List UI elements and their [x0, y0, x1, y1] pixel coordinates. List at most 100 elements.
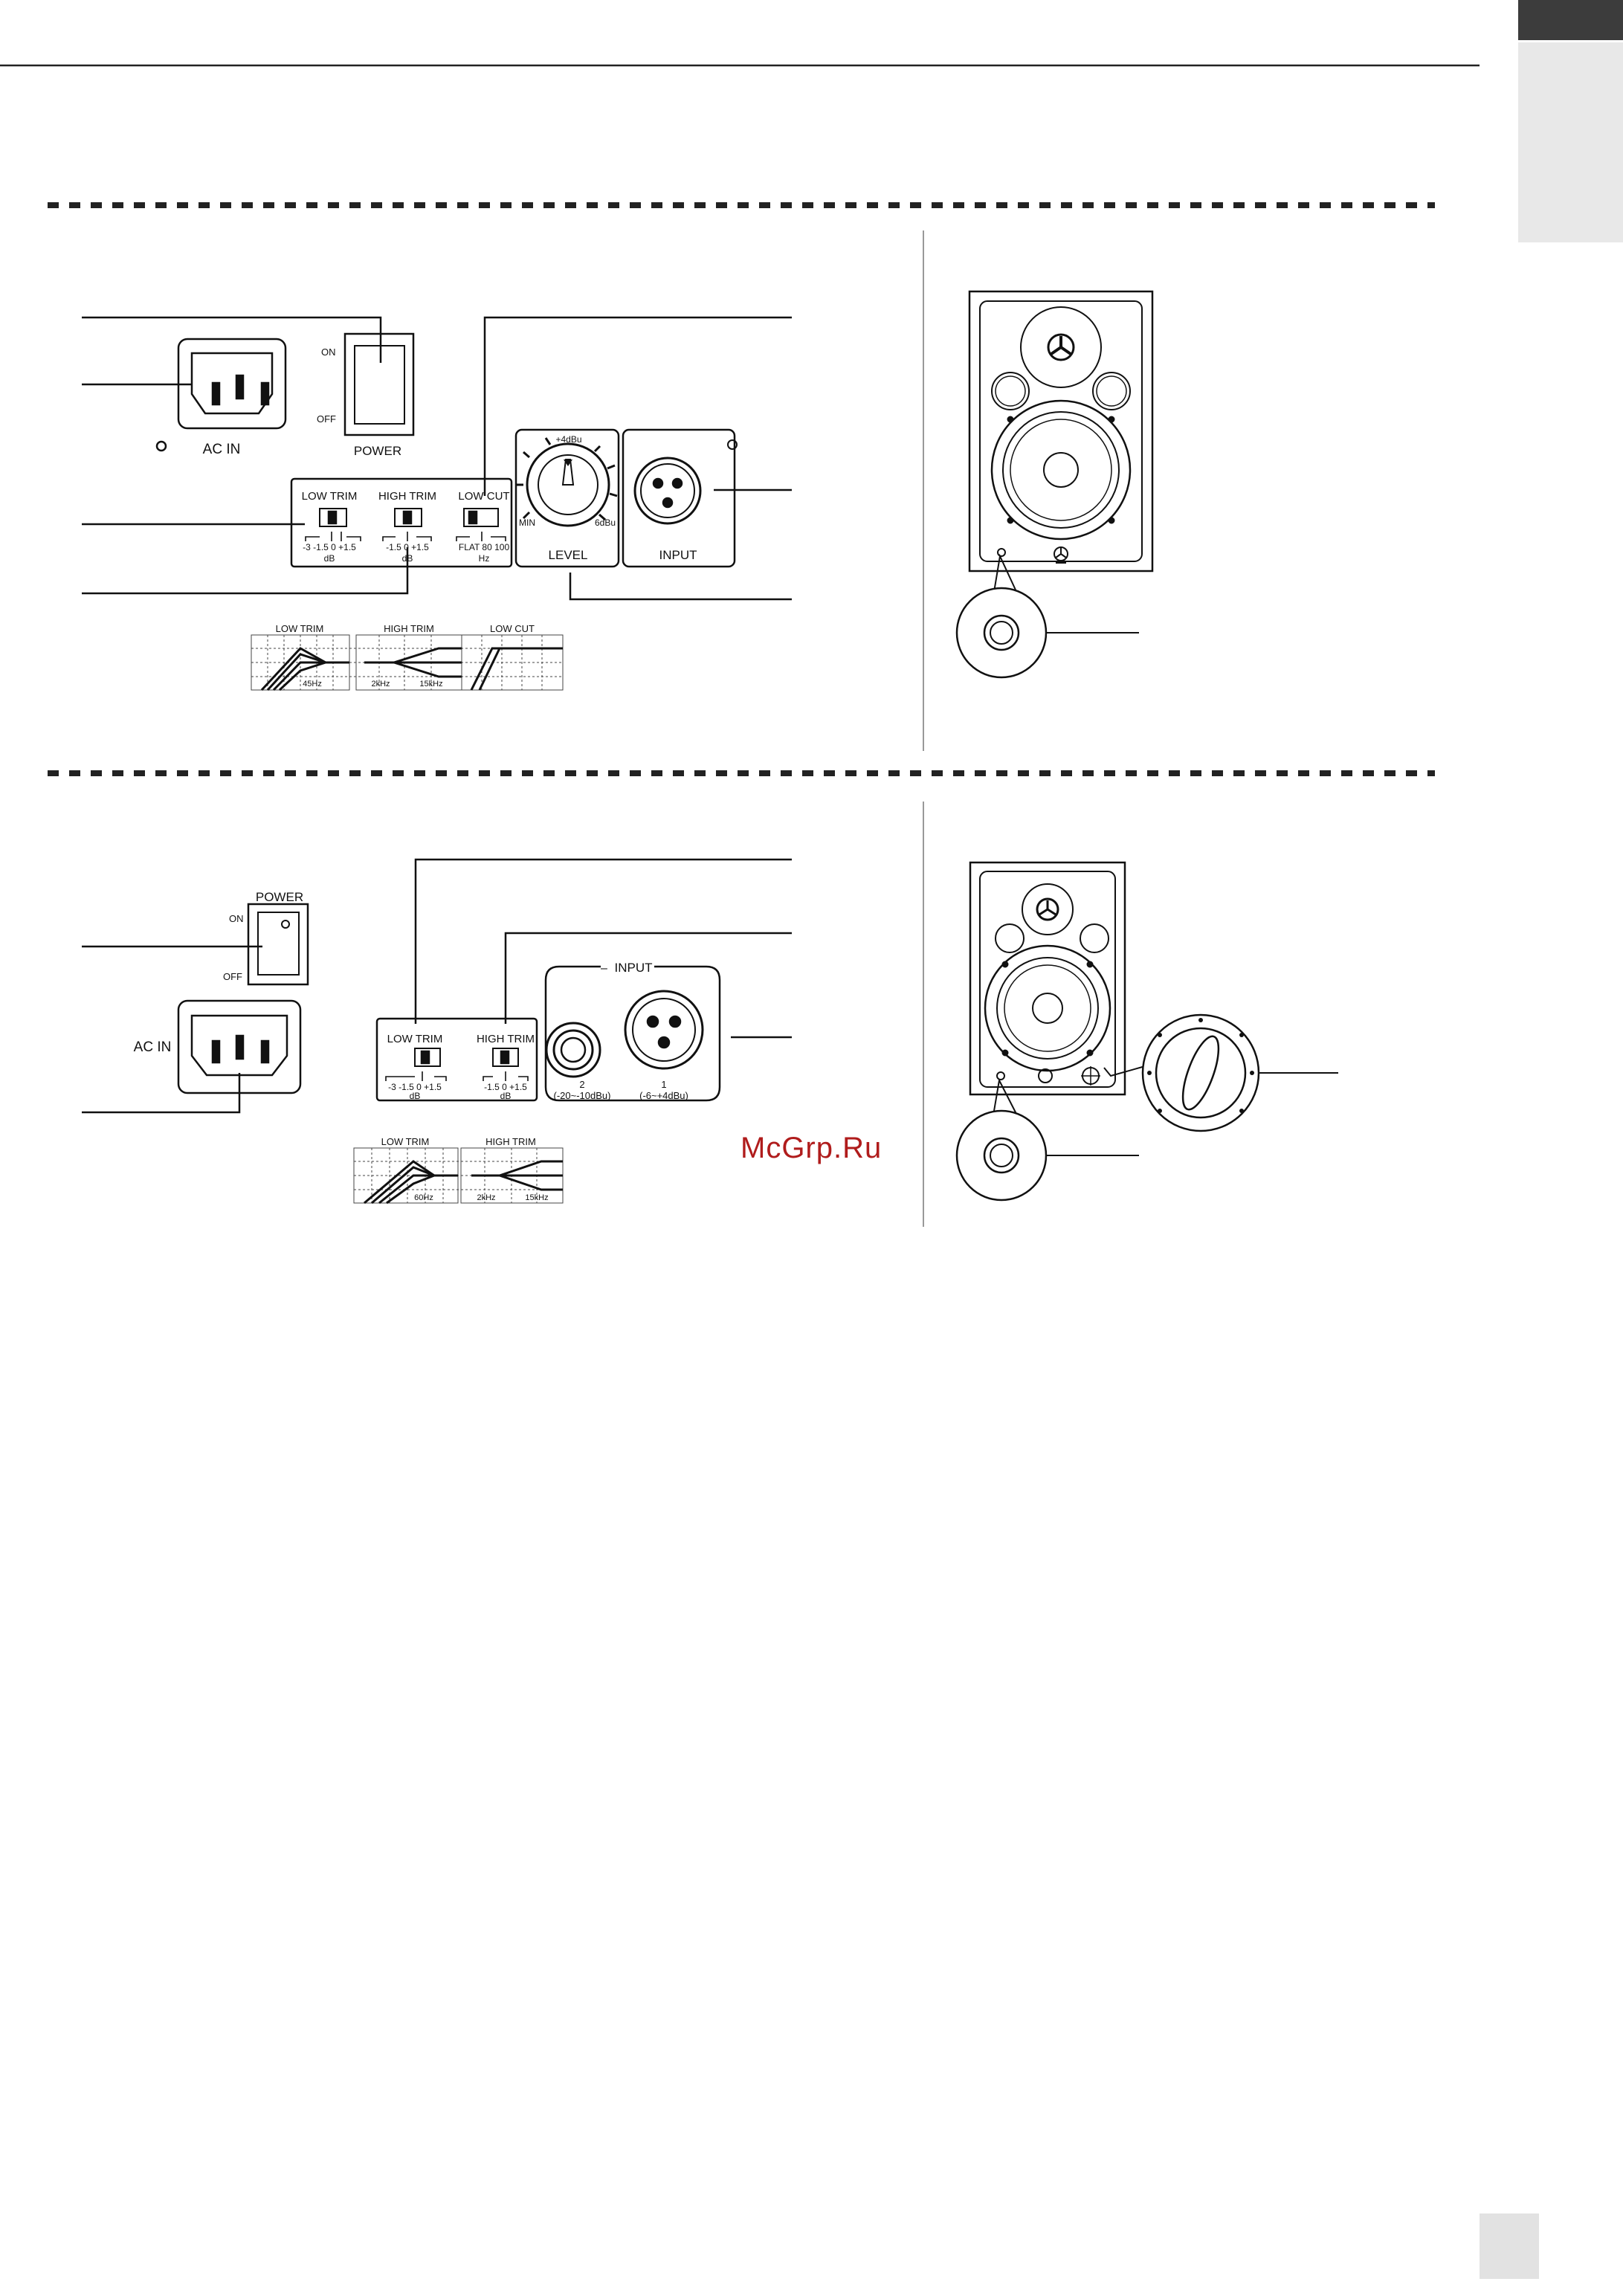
xlr2-pin-1 — [646, 1015, 659, 1028]
power-rocker — [354, 345, 405, 425]
section-tab-light — [1518, 42, 1623, 242]
input-led — [727, 439, 738, 450]
lowtrim2-label: LOW TRIM — [387, 1033, 443, 1045]
front-speaker-2 — [955, 861, 1338, 1202]
led-zoom-ring-inner — [990, 621, 1013, 645]
graph-f-low: 45Hz — [303, 680, 322, 689]
lowcut-label: LOW CUT — [458, 490, 509, 503]
acin-pin-n — [260, 381, 270, 406]
led-zoom-lines — [993, 553, 1019, 597]
power-on-label: ON — [321, 346, 336, 358]
trs-jack-mid — [552, 1029, 594, 1071]
screw2-2 — [1086, 961, 1094, 968]
hightrim-switch-knob — [402, 510, 413, 525]
lowtrim-scale: -3 -1.5 0 +1.5 — [303, 542, 356, 552]
hightrim2-switch-knob — [500, 1050, 510, 1065]
woofer2-frame — [984, 944, 1111, 1072]
callout-level-line — [569, 573, 792, 601]
hightrim-label: HIGH TRIM — [378, 490, 436, 503]
front-speaker-1 — [955, 290, 1154, 679]
acin-label: AC IN — [203, 442, 241, 457]
trs-jack-hole — [560, 1036, 587, 1063]
graph-lowtrim-title: LOW TRIM — [276, 623, 324, 634]
port-right-outer — [1092, 372, 1131, 410]
lowcut-unit: Hz — [479, 553, 490, 564]
logo2-emblem — [1038, 1068, 1053, 1083]
led2-zoom-lines — [993, 1077, 1018, 1116]
cabinet2-outer — [969, 861, 1126, 1096]
woofer-frame — [990, 399, 1132, 541]
lowcut-scale: FLAT 80 100 — [459, 542, 510, 552]
knob-zoom-dots — [1147, 1018, 1254, 1113]
knob-max-label: 6dBu — [595, 517, 616, 528]
led2-zoom-ring-inner — [990, 1144, 1013, 1167]
knob-top-label: +4dBu — [555, 434, 581, 445]
input-label: INPUT — [659, 548, 697, 562]
power2-label: POWER — [256, 890, 303, 904]
acin2-pin-e — [235, 1034, 245, 1060]
input2-range: (-20~-10dBu) — [554, 1090, 611, 1101]
acin-socket — [190, 352, 274, 415]
rear-panel-1 — [82, 316, 792, 601]
graph2-f-low: 60Hz — [414, 1193, 433, 1202]
rear-panel-1-labels: AC IN POWER ON OFF LOW TRIM HIGH TRIM LO… — [203, 346, 697, 564]
knob-zoom-dial — [1155, 1027, 1247, 1119]
front-led — [997, 548, 1006, 557]
trs-jack-outer — [545, 1022, 601, 1078]
xlr2-pin-2 — [668, 1015, 682, 1028]
screw-2 — [1108, 416, 1115, 423]
graph-f-high: 15kHz — [419, 680, 442, 689]
curve-hightrim-c — [364, 661, 462, 678]
cabinet-outer — [968, 290, 1154, 573]
tweeter-dome — [1047, 333, 1075, 361]
xlr2-pin-3 — [657, 1036, 671, 1049]
curve2-hightrim-c — [471, 1174, 563, 1191]
curve-lowcut-b — [478, 648, 501, 691]
power2-off-label: OFF — [223, 971, 242, 982]
level-ticks — [516, 437, 618, 521]
power2-on-label: ON — [229, 913, 244, 924]
led-zoom-circle — [955, 587, 1048, 679]
screw2-1 — [1001, 961, 1009, 968]
input1-range: (-6~+4dBu) — [639, 1090, 688, 1101]
power2-dot — [281, 920, 290, 929]
screw2-3 — [1001, 1049, 1009, 1057]
power2-housing — [247, 903, 309, 986]
lowcut-switch-knob — [468, 510, 478, 525]
woofer2-surround — [996, 957, 1099, 1060]
hightrim-scale: -1.5 0 +1.5 — [386, 542, 429, 552]
callout2-hightrim-line — [504, 932, 792, 1024]
lowtrim-switch-knob — [327, 510, 338, 525]
input2-title: INPUT — [615, 961, 653, 975]
level-knob — [538, 454, 598, 515]
led2-zoom-ring-outer — [983, 1137, 1020, 1174]
led2-zoom-circle — [955, 1109, 1048, 1202]
hightrim-unit: dB — [402, 553, 413, 564]
port-right-inner — [1096, 375, 1127, 407]
callout-hightrim-line — [82, 547, 409, 595]
graph2-hightrim-title: HIGH TRIM — [485, 1136, 536, 1147]
knob-zoom-pointer — [1181, 1035, 1220, 1111]
input1-number: 1 — [661, 1079, 666, 1090]
hightrim2-label: HIGH TRIM — [477, 1033, 535, 1045]
graph2-lowtrim-title: LOW TRIM — [381, 1136, 430, 1147]
xlr-pin-1 — [652, 477, 664, 489]
graph2-f-high: 15kHz — [525, 1193, 548, 1202]
graph2-f-mid: 2kHz — [477, 1193, 495, 1202]
lowtrim-switch — [319, 508, 347, 527]
acin2-label: AC IN — [134, 1039, 172, 1055]
graph-f-mid: 2kHz — [371, 680, 390, 689]
rear-panel-2 — [82, 858, 792, 1114]
hightrim2-scale: -1.5 0 +1.5 — [484, 1082, 527, 1092]
eq-graphs-2: LOW TRIM HIGH TRIM 60Hz 2kHz — [353, 1136, 564, 1205]
level-label: LEVEL — [549, 548, 588, 562]
power-switch-housing — [343, 332, 415, 436]
front2-led — [996, 1071, 1005, 1080]
front-level-knob-ticks — [1081, 1066, 1100, 1086]
tweeter2-dome — [1036, 897, 1059, 921]
logo-emblem-mark — [1055, 548, 1067, 558]
curve-lowtrim-d — [278, 661, 349, 691]
screw-1 — [1007, 416, 1014, 423]
section-tab-dark — [1518, 0, 1623, 40]
